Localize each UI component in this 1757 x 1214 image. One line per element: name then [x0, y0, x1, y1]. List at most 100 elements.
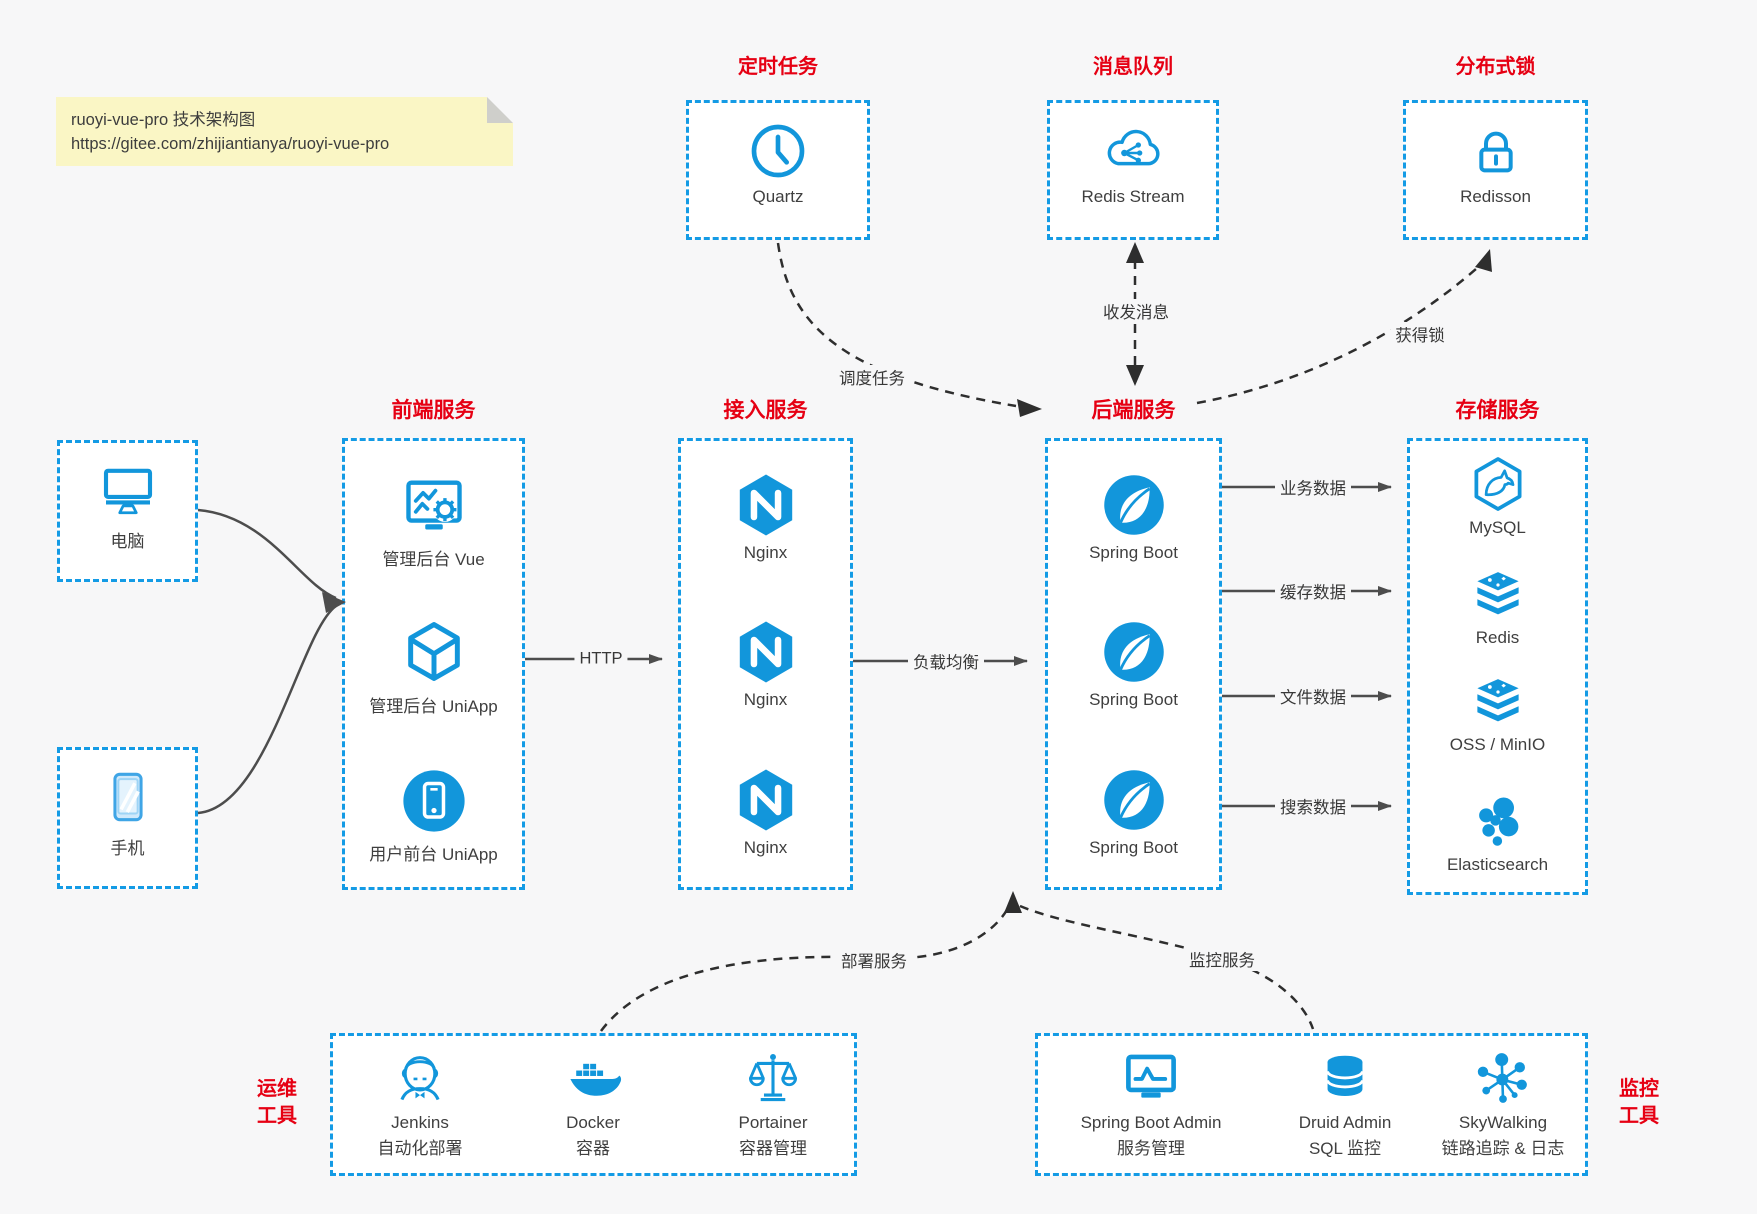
- desktop-icon: [95, 457, 161, 474]
- ops-tools-title: 运维 工具: [240, 1076, 314, 1130]
- message-edge-label: 收发消息: [1098, 299, 1174, 323]
- jenkins-node: Jenkins 自动化部署: [315, 1046, 525, 1160]
- admin-uniapp-label: 管理后台 UniApp: [369, 697, 498, 716]
- nginx-label: Nginx: [743, 690, 788, 709]
- pc-client-box: 电脑: [57, 440, 198, 582]
- docker-sublabel: 容器: [576, 1139, 610, 1158]
- sticky-note: ruoyi-vue-pro 技术架构图 https://gitee.com/zh…: [56, 97, 513, 166]
- note-url: https://gitee.com/zhijiantianya/ruoyi-vu…: [71, 135, 390, 153]
- redis-stream-box: Redis Stream: [1047, 100, 1219, 240]
- ops-tools-box: Jenkins 自动化部署 Docker 容器 Portainer 容器管理: [330, 1033, 857, 1176]
- mobile-client-box: 手机: [57, 747, 198, 889]
- monitor-tools-title: 监控 工具: [1602, 1076, 1676, 1130]
- storage-box: MySQL Redis OSS / MinIO Elasticsearch: [1407, 438, 1588, 895]
- group-title-distributed-lock: 分布式锁: [1455, 56, 1536, 78]
- column-title-storage: 存储服务: [1455, 399, 1540, 422]
- deploy-monitor-arrowhead: [1004, 891, 1022, 913]
- spring-boot-icon: [1100, 766, 1168, 783]
- monitor-title-line2: 工具: [1619, 1105, 1659, 1127]
- smartphone-icon: [95, 764, 161, 781]
- nginx-node: Nginx: [681, 471, 850, 563]
- http-edge-label: HTTP: [574, 649, 628, 669]
- skywalking-label: SkyWalking: [1458, 1113, 1548, 1132]
- oss-node: OSS / MinIO: [1410, 671, 1585, 755]
- oss-label: OSS / MinIO: [1449, 735, 1546, 754]
- acquire-lock-edge-label: 获得锁: [1390, 322, 1450, 346]
- admin-vue-label: 管理后台 Vue: [382, 550, 485, 569]
- load-balance-edge-label: 负载均衡: [908, 649, 984, 673]
- mobile-to-frontend-arrow: [197, 604, 337, 815]
- column-title-backend: 后端服务: [1091, 399, 1176, 422]
- druid-node: Druid Admin SQL 监控: [1240, 1046, 1450, 1160]
- pc-client-node: 电脑: [60, 457, 195, 552]
- druid-icon: [1314, 1046, 1376, 1063]
- ops-title-line2: 工具: [257, 1105, 297, 1127]
- nginx-label: Nginx: [743, 543, 788, 562]
- redis-label: Redis: [1475, 628, 1520, 647]
- skywalking-sublabel: 链路追踪 & 日志: [1441, 1139, 1565, 1158]
- cloud-stream-icon: [1101, 119, 1165, 136]
- mysql-node: MySQL: [1410, 454, 1585, 538]
- quartz-label: Quartz: [752, 187, 804, 206]
- nginx-icon: [732, 471, 800, 488]
- user-uniapp-label: 用户前台 UniApp: [369, 845, 498, 864]
- lock-icon: [1464, 119, 1528, 136]
- admin-vue-node: 管理后台 Vue: [345, 471, 522, 570]
- mysql-label: MySQL: [1469, 518, 1526, 537]
- skywalking-node: SkyWalking 链路追踪 & 日志: [1398, 1046, 1608, 1160]
- mysql-icon: [1468, 454, 1528, 471]
- message-arrowhead-down: [1126, 365, 1144, 386]
- schedule-task-edge-label: 调度任务: [834, 365, 910, 389]
- boot-admin-icon: [1120, 1046, 1182, 1063]
- user-app-icon: [399, 766, 469, 783]
- nginx-label: Nginx: [743, 838, 788, 857]
- column-title-frontend: 前端服务: [391, 399, 476, 422]
- skywalking-icon: [1472, 1046, 1534, 1063]
- oss-layers-icon: [1468, 671, 1528, 688]
- redisson-box: Redisson: [1403, 100, 1588, 240]
- mobile-client-label: 手机: [110, 839, 145, 858]
- search-data-edge-label: 搜索数据: [1275, 794, 1351, 818]
- nginx-icon: [732, 766, 800, 783]
- quartz-box: Quartz: [686, 100, 870, 240]
- spring-boot-node: Spring Boot: [1048, 471, 1219, 563]
- backend-box: Spring Boot Spring Boot Spring Boot: [1045, 438, 1222, 890]
- group-title-message-queue: 消息队列: [1093, 56, 1173, 78]
- nginx-node: Nginx: [681, 618, 850, 710]
- group-title-scheduled-tasks: 定时任务: [738, 56, 818, 78]
- gateway-box: Nginx Nginx Nginx: [678, 438, 853, 890]
- spring-boot-label: Spring Boot: [1089, 838, 1178, 857]
- ops-title-line1: 运维: [257, 1078, 297, 1100]
- spring-boot-label: Spring Boot: [1089, 543, 1178, 562]
- portainer-label: Portainer: [738, 1113, 808, 1132]
- frontend-box: 管理后台 Vue 管理后台 UniApp 用户前台 UniApp: [342, 438, 525, 890]
- druid-sublabel: SQL 监控: [1308, 1139, 1382, 1158]
- uniapp-cube-icon: [399, 618, 469, 635]
- elasticsearch-label: Elasticsearch: [1446, 855, 1549, 874]
- note-title: ruoyi-vue-pro 技术架构图: [71, 111, 256, 129]
- quartz-node: Quartz: [689, 119, 867, 207]
- schedule-arrowhead: [1017, 399, 1042, 417]
- portainer-sublabel: 容器管理: [739, 1139, 807, 1158]
- docker-icon: [562, 1046, 624, 1063]
- spring-boot-node: Spring Boot: [1048, 766, 1219, 858]
- portainer-icon: [742, 1046, 804, 1063]
- message-arrowhead-up: [1126, 242, 1144, 263]
- file-data-edge-label: 文件数据: [1275, 684, 1351, 708]
- admin-vue-icon: [399, 471, 469, 488]
- redisson-node: Redisson: [1406, 119, 1585, 207]
- monitor-tools-box: Spring Boot Admin 服务管理 Druid Admin SQL 监…: [1035, 1033, 1588, 1176]
- jenkins-sublabel: 自动化部署: [377, 1139, 463, 1158]
- jenkins-icon: [389, 1046, 451, 1063]
- druid-label: Druid Admin: [1298, 1113, 1392, 1132]
- pc-to-frontend-arrow: [197, 508, 337, 600]
- lock-arrowhead: [1475, 249, 1492, 272]
- spring-boot-label: Spring Boot: [1089, 690, 1178, 709]
- admin-uniapp-node: 管理后台 UniApp: [345, 618, 522, 717]
- pc-client-label: 电脑: [110, 532, 145, 551]
- docker-label: Docker: [566, 1113, 620, 1132]
- spring-boot-node: Spring Boot: [1048, 618, 1219, 710]
- column-title-gateway: 接入服务: [723, 399, 808, 422]
- elasticsearch-icon: [1468, 791, 1528, 808]
